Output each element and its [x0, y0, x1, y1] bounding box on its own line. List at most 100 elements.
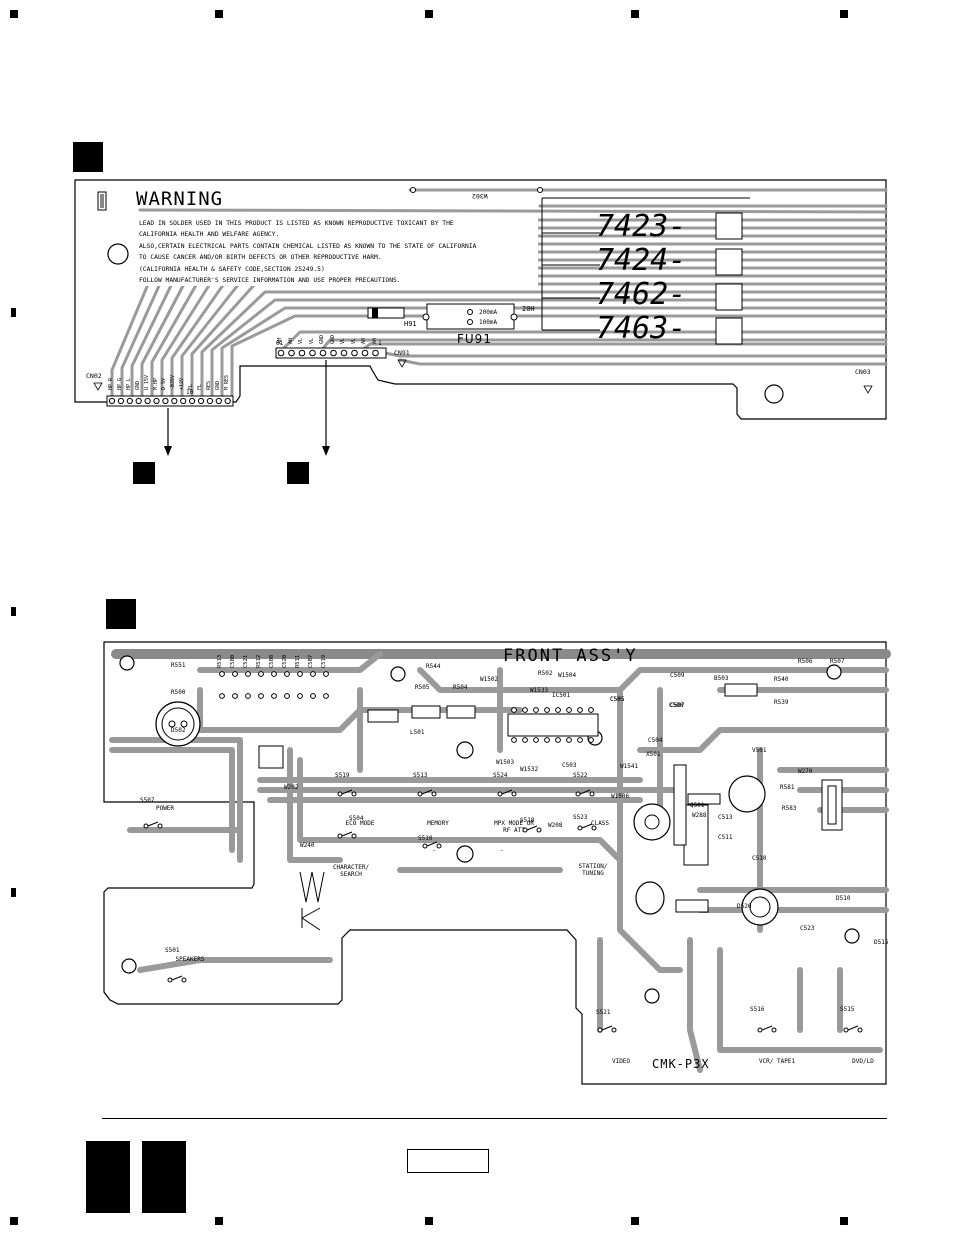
component-label-r505: R505 [415, 684, 430, 691]
switch-contact [575, 791, 581, 797]
ic-pin-pad [544, 707, 550, 713]
switch-function-label: POWER [155, 805, 175, 812]
cn02-pin-label: HP R [108, 377, 114, 390]
part-number-2: 7424- [596, 243, 687, 278]
component-label-cn505: C505 [610, 696, 625, 703]
warning-line-5: (CALIFORNIA HEALTH & SAFETY CODE,SECTION… [139, 265, 325, 273]
component-label-r581: R581 [780, 784, 795, 791]
switch-contact [167, 977, 173, 983]
cn91-pin-pad [288, 349, 295, 357]
switch-contact [417, 791, 423, 797]
switch-lever [501, 789, 513, 795]
component-label-w1532: W1532 [520, 766, 539, 773]
ic-pin-pad [566, 737, 572, 743]
cn02-pin-label: GND [214, 380, 221, 390]
switch-lever [421, 789, 433, 795]
section-b-marker [106, 599, 136, 629]
cn02-pin-label: RES [205, 380, 212, 390]
component-label-c508: C508 [669, 702, 684, 709]
top-pad [258, 671, 264, 677]
top-ref-label: C508 [269, 654, 275, 668]
switch-ref-s521: S521 [596, 1009, 611, 1016]
switch-ref-s501: S501 [165, 947, 180, 954]
component-label-c509: C509 [670, 672, 685, 679]
component-label-r500: R500 [171, 689, 186, 696]
top-pad [219, 671, 225, 677]
part-number-4: 7463- [596, 311, 687, 346]
ic-pin-pad [533, 707, 539, 713]
ic-pin-pad [544, 737, 550, 743]
ic-pin-pad [522, 707, 528, 713]
page-tab-right [142, 1141, 186, 1213]
panel-a-board [74, 179, 888, 456]
fuse-ref-right: 20H [522, 305, 535, 313]
switch-function-label: VCR/ TAPE1 [758, 1058, 796, 1065]
part-number-list: 7423- 7424- 7462- 7463- [596, 210, 686, 346]
cn91-pin-pad [340, 349, 348, 357]
switch-function-label: STATION/ TUNING [578, 863, 608, 877]
warning-line-3: ALSO,CERTAIN ELECTRICAL PARTS CONTAIN CH… [139, 242, 477, 250]
component-label-w1503: W1503 [496, 759, 515, 766]
cn91-pin-pad [330, 349, 337, 357]
crop-mark-bottom-4 [631, 1217, 639, 1225]
fuse-rating-1: 200mA [479, 309, 498, 316]
top-ref-label: C519 [321, 654, 327, 668]
component-label-r539: R539 [774, 699, 789, 706]
top-pad [245, 671, 251, 677]
component-label-d520: D520 [737, 903, 752, 910]
switch-lever [341, 789, 353, 795]
crop-mark-top-4 [631, 10, 639, 18]
component-label-c511: C511 [718, 834, 733, 841]
cn91-pin-pad [361, 349, 369, 357]
top-ref-label: R511 [295, 654, 301, 668]
switch-contact [157, 823, 163, 829]
cn02-pin-label: M.HP [152, 377, 159, 390]
component-label-c507: C507 [670, 702, 685, 709]
connector-cn02-label: CN02 [86, 372, 102, 380]
ic-pin-pad [511, 737, 517, 743]
switch-function-label: SPEAKERS [175, 956, 205, 963]
component-label-dash2: - [500, 847, 504, 854]
component-label-r544: R544 [426, 663, 441, 670]
cn91-pin-label: AH [361, 337, 367, 344]
component-label-w1504: W1504 [558, 672, 577, 679]
cn02-pin-pad [117, 397, 125, 405]
cn02-pin-label: FL [197, 383, 203, 390]
cn02-pin-pad [153, 397, 160, 405]
crop-mark-top-1 [10, 10, 18, 18]
crop-mark-bottom-3 [425, 1217, 433, 1225]
cn02-pin-label: +12V [179, 377, 186, 390]
switch-ref-s504: S504 [349, 815, 364, 822]
switch-contact [422, 843, 428, 849]
switch-contact [337, 833, 343, 839]
top-ref-label: C521 [243, 654, 249, 668]
cn02-pin-label: M RES [223, 374, 230, 390]
component-label-w1541: W1541 [620, 763, 639, 770]
switch-contact [857, 1027, 863, 1033]
top-pad [245, 693, 251, 699]
top-ref-label: C500 [230, 654, 236, 668]
component-label-d510: D510 [836, 895, 851, 902]
switch-function-label: ECO MODE [345, 820, 375, 827]
cn02-pin-label: U 15V [143, 374, 150, 390]
crop-mark-bottom-2 [215, 1217, 223, 1225]
component-label-w1533: W1533 [530, 687, 549, 694]
top-pad [310, 671, 316, 677]
cn02-pin-pad [108, 397, 116, 405]
board-code: CMK-P3X [652, 1057, 710, 1071]
ic-pin-pad [522, 737, 528, 743]
switch-ref-s516: S516 [750, 1006, 765, 1013]
switch-lever [147, 821, 159, 827]
switch-ref-s522: S522 [573, 772, 588, 779]
side-mark-2 [11, 607, 16, 616]
switch-ref-s515: S515 [840, 1006, 855, 1013]
component-label-c523: C523 [800, 925, 815, 932]
cn91-pin-pad [309, 349, 316, 357]
fuse-label: FU91 [457, 332, 492, 346]
crop-mark-bottom-5 [840, 1217, 848, 1225]
part-number-1: 7423- [596, 209, 687, 244]
cn91-last-pin: 1 [378, 340, 382, 347]
cn02-pin-label: HP L [125, 377, 132, 390]
component-label-c505: C505 [610, 696, 625, 703]
cn91-pin-pad [277, 349, 285, 357]
